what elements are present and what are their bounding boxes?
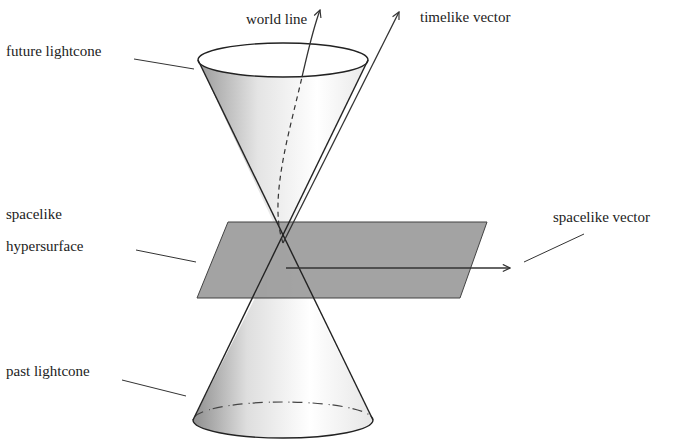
diagram-label: world line <box>246 10 356 28</box>
leader-line <box>122 380 186 396</box>
diagram-label: spacelike hypersurface <box>6 198 114 262</box>
cone-line <box>193 60 368 420</box>
diagram-label: past lightcone <box>6 362 136 380</box>
spacelike-vector-arrow <box>286 267 510 268</box>
leader-line <box>136 250 196 262</box>
leader-line <box>134 59 194 69</box>
cone-line <box>198 60 373 420</box>
future-cone-surface <box>198 60 368 243</box>
future-cone-rim <box>198 43 368 77</box>
diagram-label: future lightcone <box>6 42 146 60</box>
past-cone-rim <box>193 420 373 438</box>
hypersurface-plane <box>197 222 487 298</box>
diagram-label: timelike vector <box>420 8 570 26</box>
past-cone-rim-hidden <box>193 402 373 420</box>
world-line-hidden <box>278 77 302 243</box>
diagram-label: spacelike vector <box>553 208 685 226</box>
timelike-vector-arrow <box>283 12 399 243</box>
leader-line <box>524 234 584 262</box>
